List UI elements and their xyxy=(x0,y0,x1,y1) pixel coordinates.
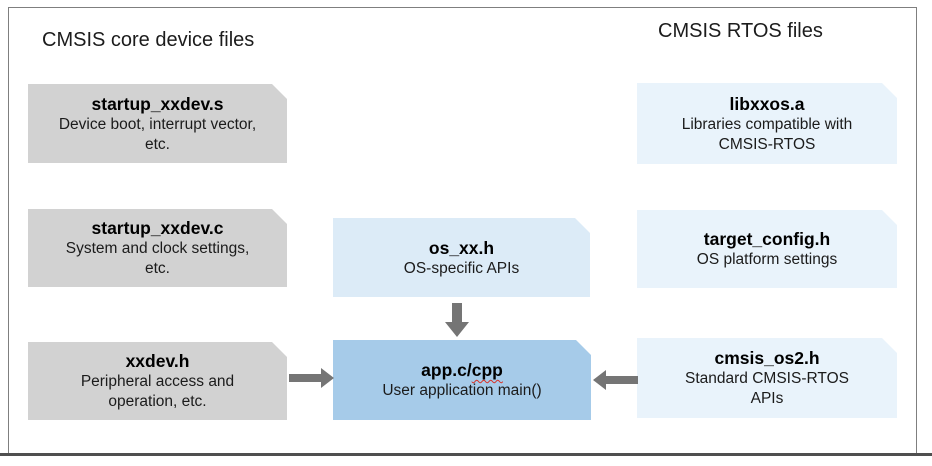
file-box-title: cmsis_os2.h xyxy=(714,348,820,368)
right-arrow-icon xyxy=(289,368,334,388)
file-box-description-line: OS platform settings xyxy=(696,251,838,268)
file-box-startup-xxdev-c: startup_xxdev.c System and clock setting… xyxy=(28,209,287,287)
file-box-title-misspelled: cpp xyxy=(471,360,503,380)
file-box-description-line: operation, etc. xyxy=(108,393,207,410)
file-box-description-line: CMSIS-RTOS xyxy=(718,135,816,153)
file-box-description-line: User application main() xyxy=(382,382,542,399)
file-box-title: target_config.h xyxy=(703,229,831,249)
file-box-title: os_xx.h xyxy=(428,237,495,258)
file-box-description-line: etc. xyxy=(145,135,170,153)
left-arrow-icon xyxy=(593,370,638,390)
right-column-title: CMSIS RTOS files xyxy=(658,20,823,42)
file-box-title: libxxos.a xyxy=(729,93,805,114)
file-box-description-line: Standard CMSIS-RTOS xyxy=(685,370,849,387)
file-box-xxdev-h: xxdev.h Peripheral access and operation,… xyxy=(28,342,287,420)
file-box-cmsis-os2-h: cmsis_os2.h Standard CMSIS-RTOS APIs xyxy=(637,338,897,418)
file-box-description-line: Peripheral access and xyxy=(80,373,235,390)
file-box-libxxos-a: libxxos.a Libraries compatible with CMSI… xyxy=(637,83,897,164)
left-column-title: CMSIS core device files xyxy=(42,29,255,51)
file-box-description-line: etc. xyxy=(145,260,170,277)
file-box-title: app.c/cpp xyxy=(421,359,503,381)
file-box-description-line: APIs xyxy=(750,390,784,407)
file-box-description-line: Device boot, interrupt vector, xyxy=(58,115,257,133)
file-box-app-c-cpp: app.c/cpp User application main() xyxy=(333,340,591,420)
file-box-description-line: OS-specific APIs xyxy=(403,259,520,277)
file-box-description-line: System and clock settings, xyxy=(65,240,250,257)
file-box-target-config-h: target_config.h OS platform settings xyxy=(637,210,897,288)
down-arrow-icon xyxy=(445,303,469,337)
file-box-startup-xxdev-s: startup_xxdev.s Device boot, interrupt v… xyxy=(28,84,287,163)
file-box-title: startup_xxdev.c xyxy=(91,218,224,238)
window-bottom-edge xyxy=(0,453,932,456)
file-box-title-plain: app.c/ xyxy=(421,360,472,380)
file-box-os-xx-h: os_xx.h OS-specific APIs xyxy=(333,218,590,297)
file-box-title: xxdev.h xyxy=(125,351,190,371)
file-box-title: startup_xxdev.s xyxy=(91,93,224,114)
file-box-description-line: Libraries compatible with xyxy=(681,115,853,133)
